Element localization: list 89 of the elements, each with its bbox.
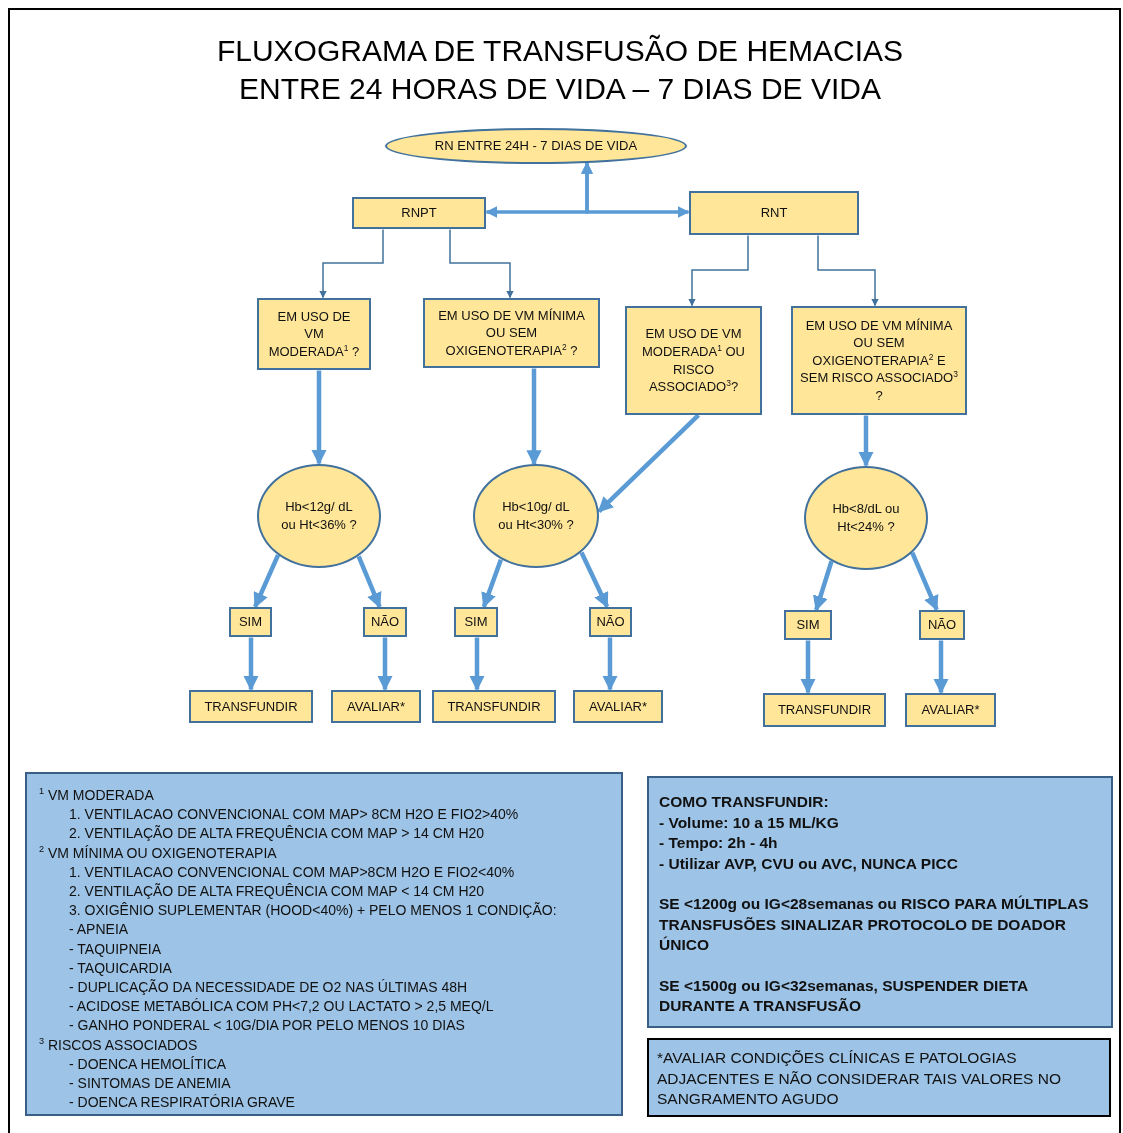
arrow — [481, 558, 503, 609]
instruction-text: SE <1200g ou IG<28semanas ou RISCO PARA MÚLTIPLAS TRANSFUSÕES SINALIZAR PROTOCOLO DE DOADOR ÚNICO — [659, 894, 1090, 955]
note-line: - SINTOMAS DE ANEMIA — [68, 1074, 232, 1094]
arrow — [526, 368, 542, 466]
note-line: 1. VENTILACAO CONVENCIONAL COM MAP>8CM H2O E FIO2<40% — [68, 862, 516, 882]
node-text: SIM — [796, 616, 820, 634]
arrow — [253, 554, 281, 609]
arrow — [243, 637, 259, 692]
node-text: AVALIAR* — [346, 697, 405, 716]
process-box — [423, 298, 600, 368]
note-line: - GANHO PONDERAL < 10G/DIA POR PELO MENOS 10 DIAS — [68, 1016, 466, 1036]
node-text: EM USO DE VM MÍNIMA OU SEM OXIGENOTERAPIA$^{2}$ E SEM RISCO ASSOCIADO$^{3}$ ? — [799, 316, 959, 405]
node-text: TRANSFUNDIR — [447, 697, 541, 716]
node-text: TRANSFUNDIR — [777, 701, 872, 719]
node-text: NÃO — [596, 613, 625, 631]
note-line: 2. VENTILAÇÃO DE ALTA FREQUÊNCIA COM MAP < 14 CM H20 — [68, 882, 486, 901]
arrow — [817, 234, 879, 307]
arrow — [910, 551, 939, 612]
node-text: RNPT — [401, 204, 437, 222]
arrow — [311, 370, 327, 466]
node-text: SIM — [238, 613, 263, 631]
arrow — [602, 637, 618, 692]
node-text: TRANSFUNDIR — [204, 697, 298, 716]
arrow — [813, 560, 834, 612]
node-text: RNT — [760, 204, 788, 222]
node-text: EM USO DE VM MODERADA$^{1}$ OU RISCO ASSOCIADO$^{3}$? — [641, 325, 746, 396]
note-line: $^{3}$ RISCOS ASSOCIADOS — [39, 1035, 199, 1055]
note-line: - APNEIA — [68, 920, 130, 940]
node-text: Hb<12g/ dL ou Ht<36% ? — [280, 498, 358, 534]
process-box — [689, 191, 859, 235]
footnote-panel — [647, 1038, 1111, 1117]
node-text: NÃO — [927, 616, 957, 634]
note-line: - TAQUIPNEIA — [68, 939, 163, 959]
note-line: - DUPLICAÇÃO DA NECESSIDADE DE O2 NAS ÚLTIMAS 48H — [68, 978, 469, 998]
node-text: Hb<8/dL ou Ht<24% ? — [831, 500, 901, 536]
process-box — [432, 690, 556, 723]
process-box — [763, 693, 886, 727]
arrow — [933, 640, 949, 695]
node-text: EM USO DE VM MODERADA$^{1}$ ? — [268, 307, 360, 361]
footnote-text: *AVALIAR CONDIÇÕES CLÍNICAS E PATOLOGIAS ADJACENTES E NÃO CONSIDERAR TAIS VALORES NO SANGRAMENTO AGUDO — [657, 1048, 1062, 1109]
node-text: EM USO DE VM MÍNIMA OU SEM OXIGENOTERAPIA$^{2}$ ? — [437, 306, 586, 360]
process-box — [784, 610, 832, 640]
node-text: AVALIAR* — [921, 701, 980, 719]
arrow — [688, 234, 749, 307]
node-text: NÃO — [370, 613, 400, 631]
arrow — [858, 415, 874, 468]
note-line: - DOENCA HEMOLÍTICA — [68, 1054, 228, 1074]
node-text: SIM — [464, 613, 488, 631]
arrow — [377, 637, 393, 692]
note-line: $^{2}$ VM MÍNIMA OU OXIGENOTERAPIA — [39, 843, 278, 863]
arrow — [579, 551, 610, 609]
note-line: - TAQUICARDIA — [68, 958, 173, 978]
arrow — [356, 555, 382, 609]
note-line: 1. VENTILACAO CONVENCIONAL COM MAP> 8CM H2O E FIO2>40% — [68, 805, 520, 825]
process-box — [189, 690, 313, 723]
note-line: 3. OXIGÊNIO SUPLEMENTAR (HOOD<40%) + PELO MENOS 1 CONDIÇÃO: — [68, 901, 558, 921]
process-box — [625, 306, 762, 415]
note-line: 2. VENTILAÇÃO DE ALTA FREQUÊNCIA COM MAP > 14 CM H20 — [68, 824, 486, 844]
note-line: - DOENCA RESPIRATÓRIA GRAVE — [68, 1093, 296, 1113]
node-text: RN ENTRE 24H - 7 DIAS DE VIDA — [434, 137, 638, 155]
process-box — [454, 607, 498, 637]
note-line: - ACIDOSE METABÓLICA COM PH<7,2 OU LACTATO > 2,5 MEQ/L — [68, 997, 495, 1017]
instruction-text: - Volume: 10 a 15 ML/KG — [659, 812, 840, 833]
arrow — [319, 228, 384, 299]
arrow — [800, 640, 816, 695]
process-box — [589, 607, 632, 637]
notes-panel — [25, 772, 623, 1116]
node-text: AVALIAR* — [588, 697, 647, 716]
process-box — [352, 197, 486, 229]
process-box — [363, 607, 407, 637]
process-box — [919, 610, 965, 640]
instruction-text: COMO TRANSFUNDIR: — [659, 792, 830, 812]
arrow — [581, 161, 690, 218]
note-line: $^{1}$ VM MODERADA — [39, 786, 155, 805]
instructions-panel — [647, 776, 1113, 1028]
instruction-text: - Tempo: 2h - 4h — [659, 833, 779, 853]
process-box — [573, 690, 663, 723]
node-text: Hb<10g/ dL ou Ht<30% ? — [497, 498, 575, 534]
instruction-text: SE <1500g ou IG<32semanas, SUSPENDER DIETA DURANTE A TRANSFUSÃO — [659, 975, 1029, 1016]
process-box — [791, 306, 967, 415]
process-box — [229, 607, 272, 637]
title: FLUXOGRAMA DE TRANSFUSÃO DE HEMACIAS ENTRE 24 HORAS DE VIDA – 7 DIAS DE VIDA — [215, 33, 905, 107]
arrow — [469, 637, 485, 692]
instruction-text: - Utilizar AVP, CVU ou AVC, NUNCA PICC — [659, 853, 959, 874]
process-box — [331, 690, 421, 723]
arrow — [449, 228, 514, 299]
arrow — [597, 413, 700, 513]
process-box — [905, 693, 996, 727]
process-box — [257, 298, 371, 370]
